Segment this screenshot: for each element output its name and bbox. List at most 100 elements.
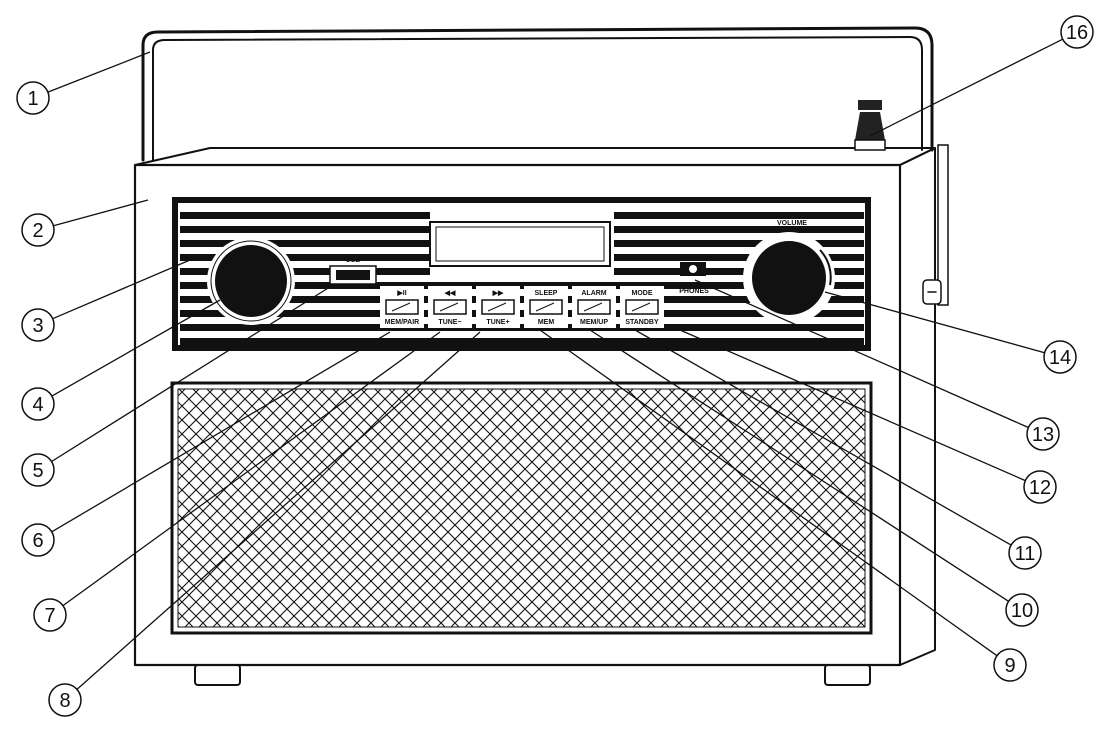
leader-line [76, 331, 481, 690]
callout-circle [21, 523, 55, 557]
callout-number: 9 [1004, 655, 1015, 677]
off-label: OFF [733, 240, 748, 247]
button-top-label: SLEEP [535, 290, 558, 297]
button-5[interactable]: ALARM MEM/UP [572, 286, 616, 328]
panel-stripe [614, 282, 864, 289]
callout-circle [21, 308, 55, 342]
callout-number: 13 [1032, 424, 1054, 446]
tone-label: TONE [240, 226, 260, 233]
leader-line [62, 331, 441, 607]
callout-number: 8 [59, 690, 70, 712]
button-6[interactable]: MODE STANDBY [620, 286, 664, 328]
panel-stripe [614, 226, 864, 233]
leader-line [824, 291, 1045, 354]
callout-number: 14 [1049, 347, 1071, 369]
panel-stripe [180, 296, 430, 303]
button-top-label: MODE [632, 290, 653, 297]
panel-stripe [180, 254, 430, 261]
callout-circle [48, 683, 82, 717]
leader-line [51, 299, 221, 397]
leader-line [539, 329, 998, 657]
leader-line [47, 51, 151, 93]
leader-line [679, 329, 1026, 482]
panel-stripe [180, 226, 430, 233]
callout-circle [21, 213, 55, 247]
button-2[interactable]: ◀◀ TUNE− [428, 286, 472, 328]
callout-circle [21, 387, 55, 421]
button-top-label: ALARM [581, 290, 606, 297]
carry-handle [141, 26, 934, 162]
callout-number: 10 [1011, 600, 1033, 622]
tone-knob[interactable] [207, 237, 295, 325]
button-bottom-label: TUNE+ [486, 319, 509, 326]
panel-stripe [430, 310, 614, 317]
button-bottom-label: MEM [538, 319, 555, 326]
callout-circle [16, 81, 50, 115]
panel-stripe [614, 254, 864, 261]
antenna [854, 100, 949, 306]
callout-number: 1 [27, 88, 38, 110]
callout-number: 4 [32, 394, 43, 416]
panel-stripe [430, 338, 614, 345]
callout-number: 6 [32, 530, 43, 552]
button-bottom-label: MEM/PAIR [385, 319, 419, 326]
panel-stripe [614, 212, 864, 219]
callout-number: 16 [1066, 22, 1088, 44]
callout-circle [1023, 470, 1057, 504]
leader-line [53, 199, 149, 227]
leader-line [51, 331, 391, 533]
callout-number: 3 [32, 315, 43, 337]
button-bottom-label: STANDBY [625, 319, 659, 326]
usb-label: USB [346, 257, 361, 264]
leader-line [869, 38, 1063, 137]
panel-stripe [180, 310, 430, 317]
callout-circle [1043, 340, 1077, 374]
callout-circle [21, 453, 55, 487]
panel-stripe [614, 338, 864, 345]
button-bottom-label: MEM/UP [580, 319, 608, 326]
panel-stripe [180, 268, 430, 275]
panel-stripe [180, 212, 430, 219]
callout-circle [1026, 417, 1060, 451]
button-3[interactable]: ▶▶ TUNE+ [476, 286, 520, 328]
panel-stripe [430, 324, 614, 331]
panel-stripe [180, 324, 430, 331]
callout-circle [993, 648, 1027, 682]
panel-stripe [430, 296, 614, 303]
callout-number: 5 [32, 460, 43, 482]
leader-line [694, 279, 1029, 429]
cabinet [133, 147, 936, 686]
panel-stripe [614, 324, 864, 331]
panel-stripe [614, 240, 864, 247]
callout-circle [1008, 536, 1042, 570]
callout-circle [1060, 15, 1094, 49]
control-panel: USB TONE VOLUME OFF PHONES ▶IIMEM/PAIR◀◀… [172, 197, 871, 351]
leader-line [51, 284, 334, 463]
button-bottom-label: TUNE− [438, 319, 461, 326]
panel-stripe [180, 338, 430, 345]
button-top-label: ▶▶ [492, 290, 504, 297]
button-top-label: ◀◀ [444, 290, 456, 297]
lcd-display [429, 221, 611, 267]
callout-number: 7 [44, 605, 55, 627]
button-1[interactable]: ▶II MEM/PAIR [380, 286, 424, 328]
panel-stripe [180, 282, 430, 289]
callout-circle [1005, 593, 1039, 627]
callout-number: 11 [1015, 543, 1036, 565]
callout-circle [33, 598, 67, 632]
leader-line [634, 329, 1012, 546]
panel-stripe [614, 268, 864, 275]
volume-label: VOLUME [777, 220, 807, 227]
panel-stripe [180, 240, 430, 247]
speaker-grille [170, 381, 873, 635]
volume-knob[interactable] [743, 232, 835, 324]
panel-stripe [430, 282, 614, 289]
panel-stripe [614, 310, 864, 317]
callout-number: 2 [32, 220, 43, 242]
button-top-label: ▶II [396, 290, 406, 297]
leader-line [589, 329, 1009, 602]
button-4[interactable]: SLEEP MEM [524, 286, 568, 328]
leader-line [52, 259, 191, 320]
